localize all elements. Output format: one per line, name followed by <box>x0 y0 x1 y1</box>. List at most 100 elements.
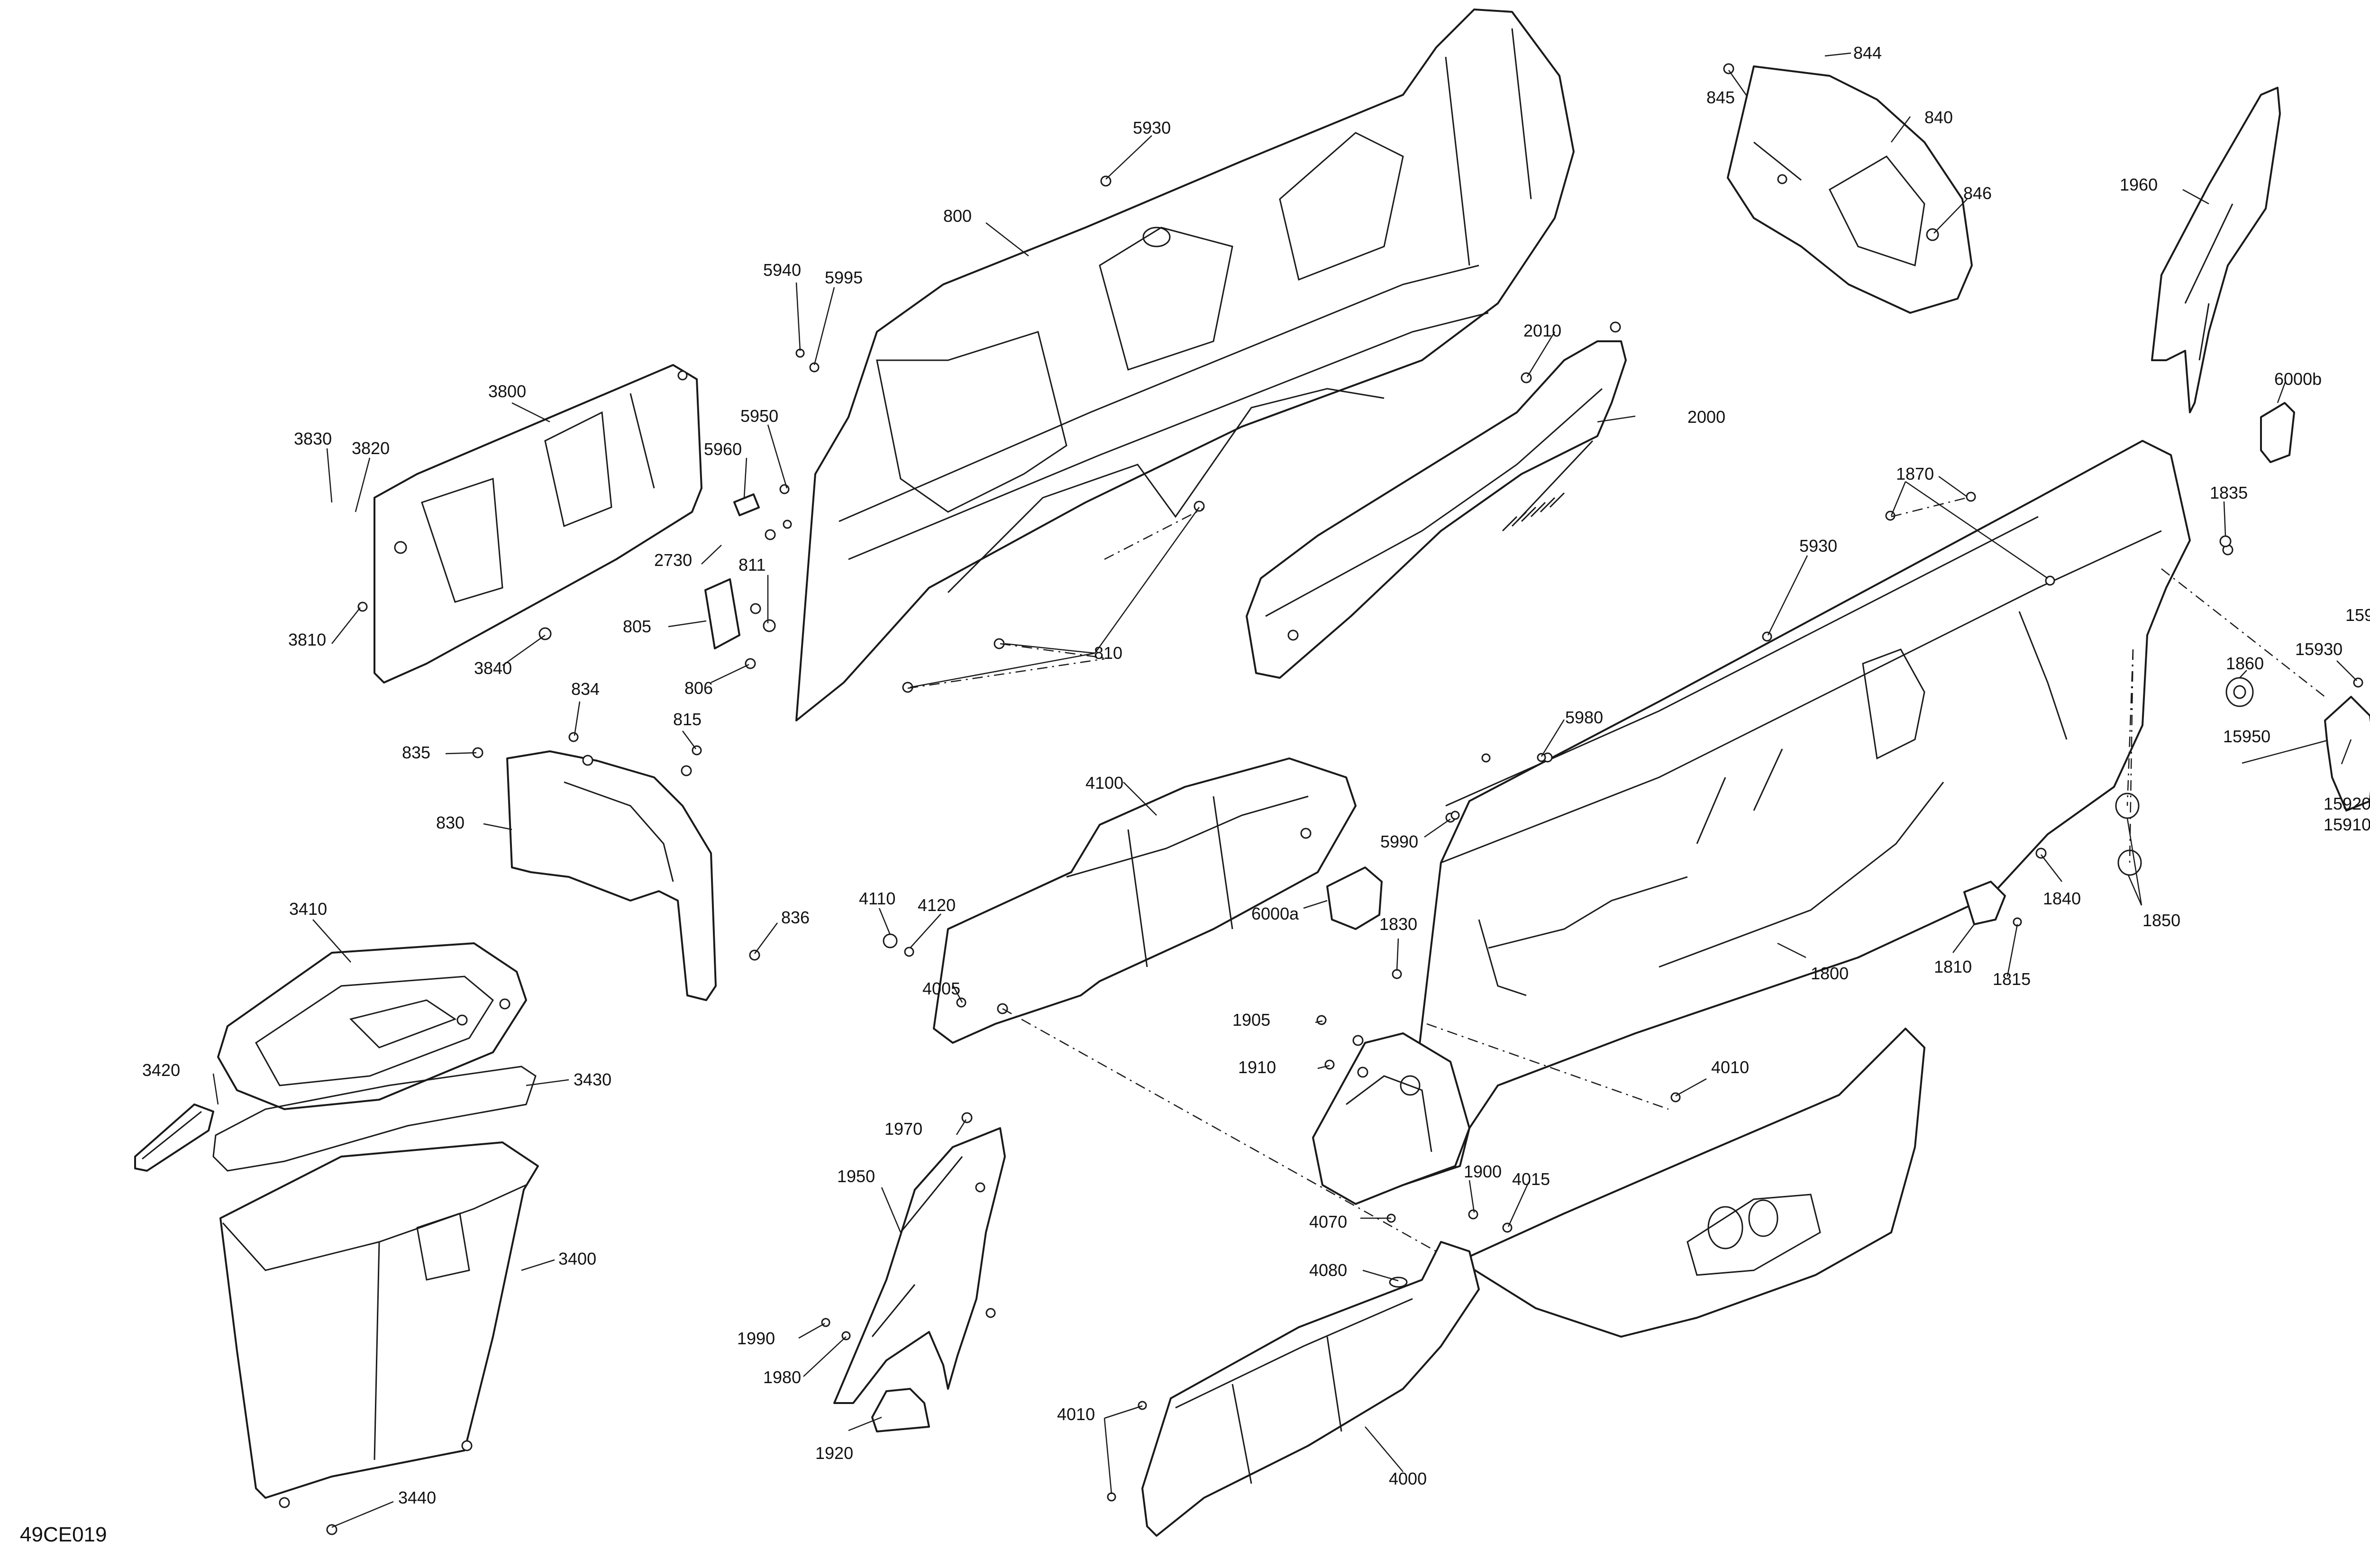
assembly-lines <box>907 497 2325 1252</box>
callout-1990: 1990 <box>737 1329 775 1348</box>
callout-4010-right: 4010 <box>1711 1057 1749 1077</box>
callout-1830: 1830 <box>1379 914 1417 934</box>
callout-15940: 15940 <box>2345 605 2370 625</box>
callout-1870: 1870 <box>1896 464 1934 483</box>
part-1950-upright <box>821 1112 1006 1404</box>
callout-3840: 3840 <box>474 658 512 678</box>
callout-1840: 1840 <box>2043 889 2081 908</box>
part-840-upper-right-panel <box>1723 63 1973 314</box>
callout-810: 810 <box>1094 643 1122 663</box>
callout-2730: 2730 <box>654 550 692 570</box>
callout-815: 815 <box>673 710 702 729</box>
callout-3820: 3820 <box>352 438 390 458</box>
callout-6000b: 6000b <box>2274 369 2322 389</box>
part-1850-grommets <box>2115 793 2142 876</box>
callout-830: 830 <box>436 813 465 832</box>
callout-1960: 1960 <box>2120 175 2158 194</box>
callout-1920: 1920 <box>815 1443 853 1463</box>
callout-3410: 3410 <box>289 899 327 919</box>
callout-4110: 4110 <box>859 889 895 908</box>
callout-5980: 5980 <box>1565 708 1603 727</box>
callout-1910: 1910 <box>1238 1057 1276 1077</box>
callout-4070: 4070 <box>1309 1212 1347 1231</box>
callout-1980: 1980 <box>763 1367 801 1387</box>
part-3410-lid <box>217 942 527 1110</box>
callout-4000: 4000 <box>1389 1469 1427 1488</box>
callout-3400: 3400 <box>558 1249 596 1268</box>
callout-844: 844 <box>1853 43 1882 63</box>
callout-1905: 1905 <box>1232 1010 1270 1030</box>
callout-6000a: 6000a <box>1251 904 1299 923</box>
callout-4005: 4005 <box>922 979 960 998</box>
callout-15950: 15950 <box>2223 727 2270 746</box>
part-6000b-plug <box>2260 402 2295 463</box>
part-1835-fastener <box>2219 535 2232 547</box>
callout-4100: 4100 <box>1085 773 1123 793</box>
callout-5940: 5940 <box>763 260 801 280</box>
callout-840: 840 <box>1924 108 1953 127</box>
callout-1950: 1950 <box>837 1167 875 1186</box>
callout-5960: 5960 <box>704 439 742 459</box>
callout-3440: 3440 <box>398 1488 436 1507</box>
callout-5950: 5950 <box>740 406 778 426</box>
callout-5930-upper: 5930 <box>1133 118 1171 137</box>
part-800-upper-panel <box>795 9 1575 721</box>
callout-800: 800 <box>943 206 972 226</box>
callout-1800: 1800 <box>1811 964 1849 983</box>
part-805-bracket <box>704 578 776 669</box>
callout-4080: 4080 <box>1309 1260 1347 1280</box>
part-4010-lower-panel <box>1459 1028 1925 1338</box>
part-6000a-plug <box>1326 866 1383 930</box>
callout-806: 806 <box>684 678 713 698</box>
callout-2000: 2000 <box>1687 407 1725 427</box>
callout-5995: 5995 <box>825 268 863 287</box>
callout-2010: 2010 <box>1523 321 1561 340</box>
part-1960-upright <box>2151 87 2281 413</box>
callout-846: 846 <box>1963 183 1992 203</box>
callout-1860: 1860 <box>2226 654 2264 673</box>
part-3420-handle <box>134 1103 214 1172</box>
callout-3810: 3810 <box>288 630 326 649</box>
callout-836: 836 <box>781 908 810 927</box>
callout-labels: 5930 800 5940 5995 3800 3830 3820 5950 5… <box>142 43 2370 1507</box>
part-830-bracket <box>472 747 760 1001</box>
callout-3830: 3830 <box>294 429 332 448</box>
callout-3800: 3800 <box>488 382 526 401</box>
part-4000-lower-duct <box>1107 1213 1480 1537</box>
callout-834: 834 <box>571 679 600 699</box>
part-4110-fastener <box>883 933 914 957</box>
callout-15930: 15930 <box>2295 639 2343 659</box>
callout-3430: 3430 <box>574 1070 611 1089</box>
callout-4015: 4015 <box>1512 1169 1550 1189</box>
part-2000-bar <box>1246 321 1627 679</box>
callout-835: 835 <box>402 743 430 762</box>
part-1920-clip <box>871 1388 930 1432</box>
callout-1835: 1835 <box>2210 483 2248 502</box>
callout-4120: 4120 <box>918 895 956 915</box>
part-1800-frame-bracket <box>1312 1032 1470 1205</box>
part-3800-left-panel <box>357 364 702 684</box>
callout-15920: 15920 <box>2324 794 2370 813</box>
part-5960-spacer <box>733 484 790 517</box>
part-1860-grommet <box>2225 677 2254 707</box>
part-4100-duct <box>933 757 1357 1044</box>
callout-1850: 1850 <box>2142 911 2180 930</box>
callout-1970: 1970 <box>884 1119 922 1139</box>
callout-5990: 5990 <box>1380 832 1418 851</box>
callout-811: 811 <box>738 555 766 574</box>
part-15920-bracket <box>2324 677 2370 811</box>
callout-1900: 1900 <box>1464 1162 1502 1181</box>
callout-3420: 3420 <box>142 1060 180 1080</box>
part-3400-storage-box <box>219 1141 539 1535</box>
callout-1810: 1810 <box>1934 957 1972 976</box>
callout-15910: 15910 <box>2324 815 2370 834</box>
leader-lines <box>212 52 2357 1528</box>
part-3430-seal <box>212 1066 537 1172</box>
callout-845: 845 <box>1706 88 1735 107</box>
diagram-reference-code: 49CE019 <box>20 1523 107 1546</box>
callout-4010-left: 4010 <box>1057 1404 1095 1424</box>
callout-5930-lower: 5930 <box>1799 536 1837 556</box>
callout-1815: 1815 <box>1993 969 2031 989</box>
callout-805: 805 <box>623 617 651 636</box>
